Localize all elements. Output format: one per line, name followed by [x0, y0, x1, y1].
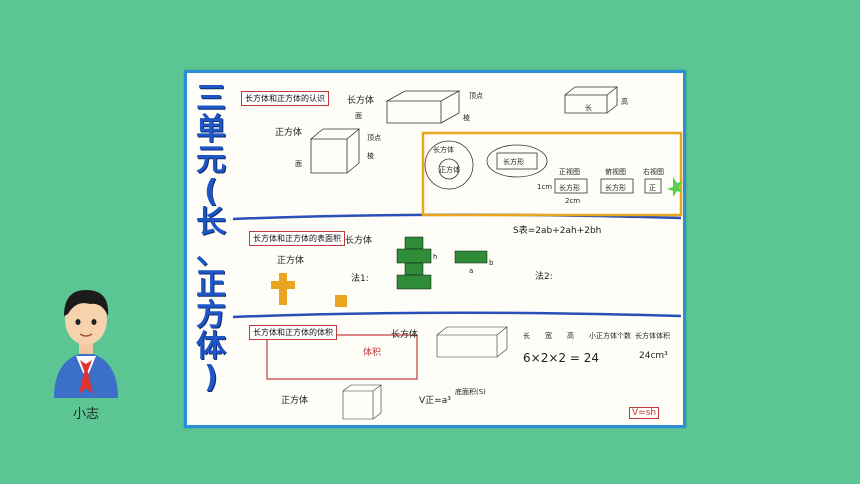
cube-vertex-label: 顶点: [367, 134, 381, 142]
net-label-h: h: [433, 253, 438, 261]
edge-label: 棱: [463, 114, 470, 122]
cube-edge-label: 棱: [367, 152, 374, 160]
vertex-label: 顶点: [469, 92, 483, 100]
method-2: 法2:: [535, 272, 553, 282]
top-view-label: 俯视图: [605, 168, 626, 176]
box-rect-label: 长方形: [503, 158, 524, 166]
general-volume-formula: V=sh: [629, 407, 660, 419]
section-title-volume: 长方体和正方体的体积: [249, 325, 337, 340]
unit-title: 三 单 元 ( 长 、 正 方 体 ): [191, 83, 231, 393]
board-drawings: [232, 86, 683, 420]
col-volume: 长方体体积: [635, 332, 670, 340]
section-title-recognition: 长方体和正方体的认识: [241, 91, 329, 106]
net-label-b: b: [489, 259, 494, 267]
s3-cube-label: 正方体: [281, 396, 309, 406]
title-char: 体: [196, 329, 226, 364]
title-char: 单: [196, 112, 226, 147]
cube-volume-formula: V正=a³: [419, 396, 451, 406]
cuboid-label: 长方体: [347, 96, 375, 106]
title-char: ): [204, 360, 218, 395]
avatar: [54, 290, 118, 398]
base-area-label: 底面积(S): [455, 388, 486, 396]
outer-circle-label: 长方体: [433, 146, 454, 154]
volume-calc: 6×2×2 = 24: [523, 351, 599, 365]
face-label: 面: [355, 112, 362, 120]
s2-cuboid-label: 长方体: [345, 236, 373, 246]
front-view-label: 正视图: [559, 168, 580, 176]
title-char: 正: [196, 267, 226, 302]
side-square: 正: [649, 184, 656, 192]
title-char: 方: [196, 298, 226, 333]
title-char: (: [204, 174, 218, 209]
mind-map-board: 三 单 元 ( 长 、 正 方 体 ) 长方体和正方体的认识 长方体 顶点 面 …: [184, 70, 686, 428]
method-1: 法1:: [351, 274, 369, 284]
inner-circle-label: 正方体: [439, 166, 460, 174]
title-char: 三: [196, 81, 226, 116]
col-height: 高: [567, 332, 574, 340]
dim-2cm: 2cm: [565, 197, 581, 205]
col-width: 宽: [545, 332, 552, 340]
title-char: 长: [196, 205, 226, 240]
title-char: 、: [196, 236, 226, 271]
net-label-a: a: [469, 267, 474, 275]
avatar-name: 小志: [72, 407, 99, 422]
height-label: 高: [621, 98, 628, 106]
s3-cuboid-label: 长方体: [391, 330, 419, 340]
cube-face-label: 面: [295, 160, 302, 168]
col-count: 小正方体个数: [589, 332, 631, 340]
top-rect: 长方形: [605, 184, 626, 192]
length-label: 长: [585, 104, 592, 112]
cube-label: 正方体: [275, 128, 303, 138]
section-title-surface-area: 长方体和正方体的表面积: [249, 231, 345, 246]
front-rect: 长方形: [559, 184, 580, 192]
volume-word: 体积: [363, 348, 382, 358]
side-view-label: 右视图: [643, 168, 664, 176]
surface-formula: S表=2ab+2ah+2bh: [513, 226, 602, 236]
dim-1cm: 1cm: [537, 183, 553, 191]
title-char: 元: [196, 143, 226, 178]
volume-result: 24cm³: [639, 351, 668, 361]
s2-cube-label: 正方体: [277, 256, 305, 266]
col-length: 长: [523, 332, 530, 340]
